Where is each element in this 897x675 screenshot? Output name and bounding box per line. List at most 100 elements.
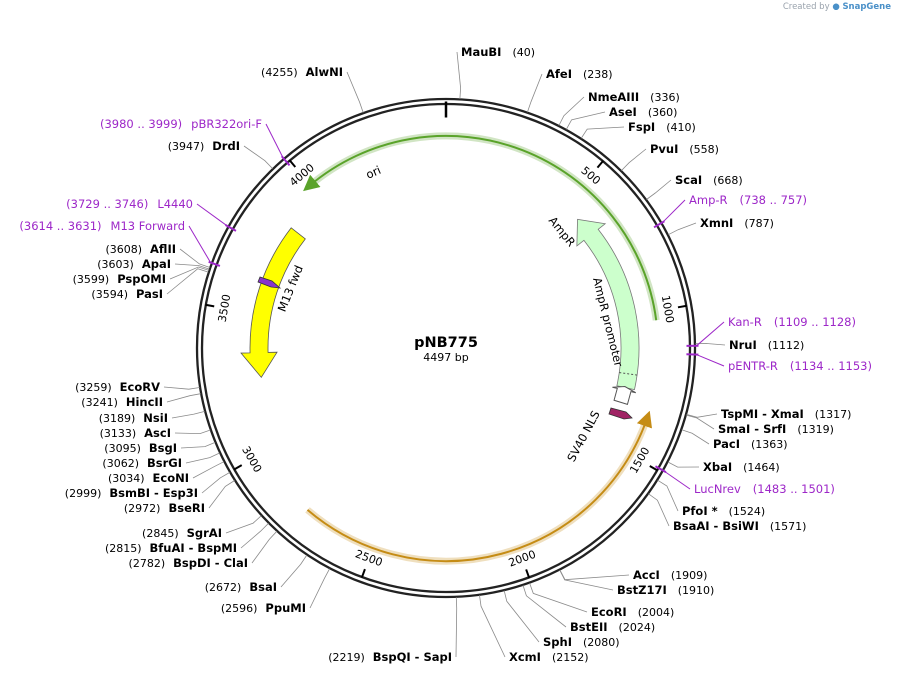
tick-mark: [649, 465, 659, 472]
enzyme-position: (558): [689, 143, 719, 156]
enzyme-site-xmni[interactable]: XmnI(787): [700, 216, 774, 230]
enzyme-leader: [201, 472, 230, 494]
enzyme-position: (3594): [91, 288, 128, 301]
enzyme-site-afei[interactable]: AfeI(238): [546, 67, 613, 81]
primer-l4440[interactable]: L4440(3729 .. 3746): [66, 197, 193, 211]
enzyme-site-pfoi[interactable]: PfoI *(1524): [682, 504, 765, 518]
m13-fwd-feature[interactable]: [257, 276, 282, 289]
primer-kan-r[interactable]: Kan-R(1109 .. 1128): [728, 315, 856, 329]
ori-feature[interactable]: [240, 227, 306, 379]
enzyme-leader: [185, 452, 220, 464]
enzyme-site-alwni[interactable]: AlwNI(4255): [261, 65, 343, 79]
enzyme-site-hincii[interactable]: HincII(3241): [81, 395, 163, 409]
enzyme-position: (410): [666, 121, 696, 134]
enzyme-site-bsteii[interactable]: BstEII(2024): [570, 620, 655, 634]
enzyme-leader: [558, 96, 585, 126]
enzyme-site-bspdi-clai[interactable]: BspDI - ClaI(2782): [129, 556, 248, 570]
ampr-promoter-feature[interactable]: [612, 386, 637, 406]
enzyme-position: (2999): [65, 487, 102, 500]
enzyme-position: (2219): [328, 651, 365, 664]
enzyme-site-asci[interactable]: AscI(3133): [100, 426, 171, 440]
enzyme-name: SmaI - SrfI: [718, 422, 786, 436]
enzyme-name: DrdI: [212, 139, 240, 153]
enzyme-leader: [668, 222, 697, 236]
enzyme-site-pvui[interactable]: PvuI(558): [650, 142, 719, 156]
enzyme-leader: [559, 569, 630, 581]
plasmid-size: 4497 bp: [423, 351, 468, 364]
enzyme-site-ecori[interactable]: EcoRI(2004): [591, 605, 674, 619]
enzyme-site-ppumi[interactable]: PpuMI (2596): [221, 601, 306, 615]
enzyme-site-bspqi-sapi[interactable]: BspQI - SapI (2219): [328, 650, 452, 664]
enzyme-leader: [580, 126, 625, 139]
enzyme-site-nmeaiii[interactable]: NmeAIII(336): [588, 90, 680, 104]
sv40-nls-feature[interactable]: [608, 407, 633, 420]
enzyme-name: ApaI: [142, 257, 171, 271]
primer-m13-forward[interactable]: M13 Forward(3614 .. 3631): [19, 219, 185, 233]
enzyme-leader: [169, 266, 210, 280]
enzyme-site-bsrgi[interactable]: BsrGI(3062): [102, 456, 182, 470]
enzyme-name: AlwNI: [306, 65, 343, 79]
primer-name: pBR322ori-F: [191, 117, 262, 131]
enzyme-site-pasi[interactable]: PasI(3594): [91, 287, 163, 301]
enzyme-site-nsii[interactable]: NsiI(3189): [99, 411, 168, 425]
enzyme-site-apai[interactable]: ApaI(3603): [97, 257, 171, 271]
enzyme-position: (1112): [768, 339, 805, 352]
enzyme-position: (1363): [751, 438, 788, 451]
enzyme-leader: [667, 461, 700, 468]
enzyme-site-xbai[interactable]: XbaI(1464): [703, 460, 780, 474]
enzyme-site-smai-srfi[interactable]: SmaI - SrfI(1319): [718, 422, 834, 436]
ampr-feature[interactable]: [576, 218, 640, 391]
enzyme-site-acci[interactable]: AccI(1909): [633, 568, 707, 582]
primer-leader: [196, 203, 228, 227]
enzyme-position: (2596): [221, 602, 258, 615]
enzyme-name: PspOMI: [117, 272, 166, 286]
enzyme-site-bsmbi-esp3i[interactable]: BsmBI - Esp3I(2999): [65, 486, 198, 500]
enzyme-position: (3259): [75, 381, 112, 394]
enzyme-site-bsaai-bsiwi[interactable]: BsaAI - BsiWI(1571): [673, 519, 806, 533]
enzyme-site-scai[interactable]: ScaI(668): [675, 173, 743, 187]
enzyme-site-asei[interactable]: AseI(360): [609, 105, 677, 119]
plasmid-name: pNB775: [414, 335, 478, 351]
watermark-brand: SnapGene: [842, 2, 891, 12]
enzyme-site-sphi[interactable]: SphI(2080): [543, 635, 620, 649]
enzyme-name: AccI: [633, 568, 660, 582]
primer-amp-r[interactable]: Amp-R(738 .. 757): [689, 193, 807, 207]
enzyme-site-bsai[interactable]: BsaI(2672): [205, 580, 277, 594]
primer-pentr-r[interactable]: pENTR-R(1134 .. 1153): [728, 359, 872, 373]
enzyme-name: BsaAI - BsiWI: [673, 519, 759, 533]
tick-label: 3500: [216, 293, 234, 323]
enzyme-position: (3034): [108, 472, 145, 485]
enzyme-site-xcmi[interactable]: XcmI(2152): [509, 650, 589, 664]
enzyme-site-sgrai[interactable]: SgrAI(2845): [142, 526, 222, 540]
enzyme-name: FspI: [628, 120, 655, 134]
enzyme-name: PpuMI: [265, 601, 306, 615]
enzyme-site-aflii[interactable]: AflII(3608): [105, 242, 176, 256]
enzyme-name: XbaI: [703, 460, 732, 474]
enzyme-site-bseri[interactable]: BseRI(2972): [124, 501, 205, 515]
enzyme-site-bsgi[interactable]: BsgI(3095): [104, 441, 177, 455]
enzyme-site-paci[interactable]: PacI(1363): [713, 437, 788, 451]
primer-leader: [663, 470, 691, 490]
enzyme-name: BspQI - SapI: [373, 650, 452, 664]
enzyme-name: NmeAIII: [588, 90, 639, 104]
watermark-prefix: Created by: [782, 2, 830, 12]
enzyme-site-bstz17i[interactable]: BstZ17I(1910): [617, 583, 714, 597]
enzyme-site-pspomi[interactable]: PspOMI(3599): [73, 272, 166, 286]
enzyme-site-tspmi-xmai[interactable]: TspMI - XmaI(1317): [721, 407, 851, 421]
primer-name: LucNrev: [694, 482, 741, 496]
primer-leader: [696, 354, 725, 367]
enzyme-site-maubi[interactable]: MauBI(40): [461, 45, 535, 59]
enzyme-site-nrui[interactable]: NruI(1112): [729, 338, 804, 352]
enzyme-site-ecorv[interactable]: EcoRV(3259): [75, 380, 160, 394]
tick-mark: [525, 569, 531, 579]
primer-lucnrev[interactable]: LucNrev(1483 .. 1501): [694, 482, 835, 496]
enzyme-site-fspi[interactable]: FspI (410): [628, 120, 696, 134]
primer-mark: [653, 220, 665, 229]
primer-pbr322ori-f[interactable]: pBR322ori-F(3980 .. 3999): [100, 117, 262, 131]
enzyme-position: (3133): [100, 427, 137, 440]
primer-leader: [662, 199, 686, 223]
enzyme-site-bfuai-bspmi[interactable]: BfuAI - BspMI(2815): [105, 541, 237, 555]
enzyme-site-drdi[interactable]: DrdI(3947): [168, 139, 240, 153]
enzyme-site-econi[interactable]: EcoNI(3034): [108, 471, 189, 485]
primer-position: (3614 .. 3631): [19, 219, 101, 233]
